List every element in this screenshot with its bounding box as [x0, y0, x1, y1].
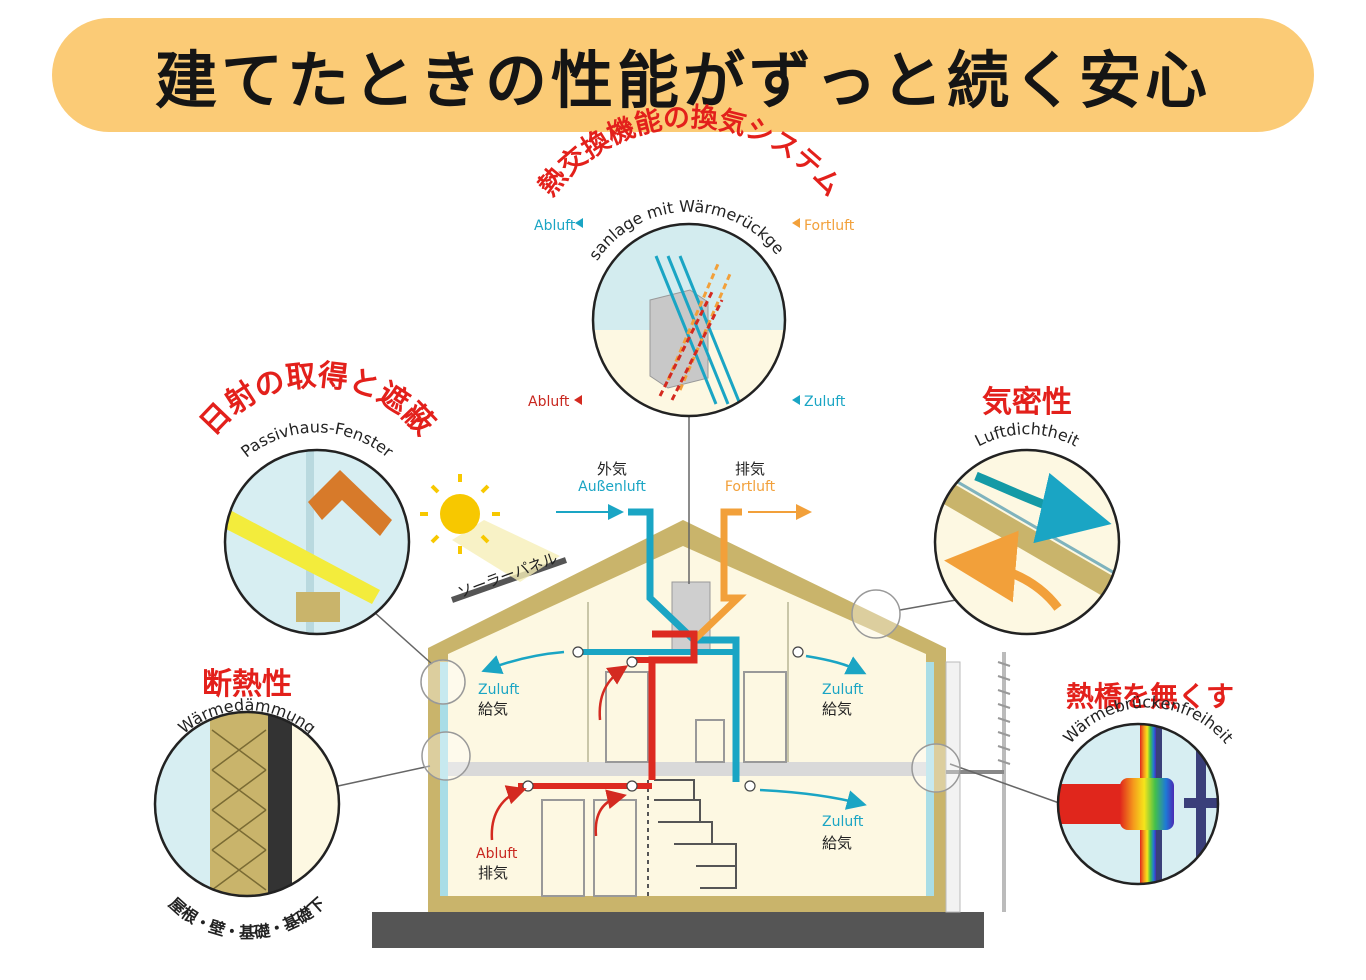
thermal-bridge-title: 熱橋を無くす — [1066, 680, 1234, 713]
sun-icon — [420, 474, 500, 554]
ventilation-fortluft-top: Fortluft — [804, 218, 855, 234]
room-lower-left-jp: 排気 — [478, 864, 508, 882]
callout-ventilation: 熱交換機能の換気システム Lüftungsanlage mit Wärmerüc… — [0, 0, 855, 418]
room-upper-left-jp: 給気 — [478, 700, 508, 718]
room-lower-left-de: Abluft — [476, 846, 518, 862]
airtight-subtitle: Luftdichtheit — [972, 419, 1083, 450]
ventilation-zuluft-bottom: Zuluft — [804, 394, 846, 410]
exhaust-air-jp: 排気 — [735, 460, 765, 478]
insulation-footnote: 屋根・壁・基礎・基礎下 — [165, 894, 329, 943]
room-lower-right-jp: 給気 — [822, 834, 852, 852]
ventilation-abluft-top: Abluft — [534, 218, 576, 234]
callout-solar: 日射の取得と遮蔽 Passivhaus-Fenster — [193, 358, 442, 636]
room-lower-right-de: Zuluft — [822, 814, 864, 830]
ventilation-title: 熱交換機能の換気システム — [533, 102, 847, 202]
airtight-title: 気密性 — [982, 385, 1072, 420]
page-title: 建てたときの性能がずっと続く安心 — [154, 44, 1211, 117]
outside-air-jp: 外気 — [597, 460, 627, 478]
solar-panel — [420, 474, 567, 603]
room-upper-left-de: Zuluft — [478, 682, 520, 698]
callout-insulation: 断熱性 Wärmedämmung 屋根・壁・基礎・基礎下 — [153, 667, 341, 943]
title-banner: 建てたときの性能がずっと続く安心 — [52, 18, 1314, 132]
house — [428, 504, 1011, 913]
room-upper-right-jp: 給気 — [822, 700, 852, 718]
ventilation-abluft-bottom: Abluft — [528, 394, 570, 410]
insulation-title: 断熱性 — [202, 667, 292, 702]
callout-thermal-bridge: 熱橋を無くす Wärmebrückenfreiheit — [1056, 680, 1237, 886]
exhaust-air-de: Fortluft — [725, 479, 776, 495]
callout-airtight: 気密性 Luftdichtheit — [933, 385, 1121, 636]
room-upper-right-de: Zuluft — [822, 682, 864, 698]
outside-air-de: Außenluft — [578, 479, 646, 495]
